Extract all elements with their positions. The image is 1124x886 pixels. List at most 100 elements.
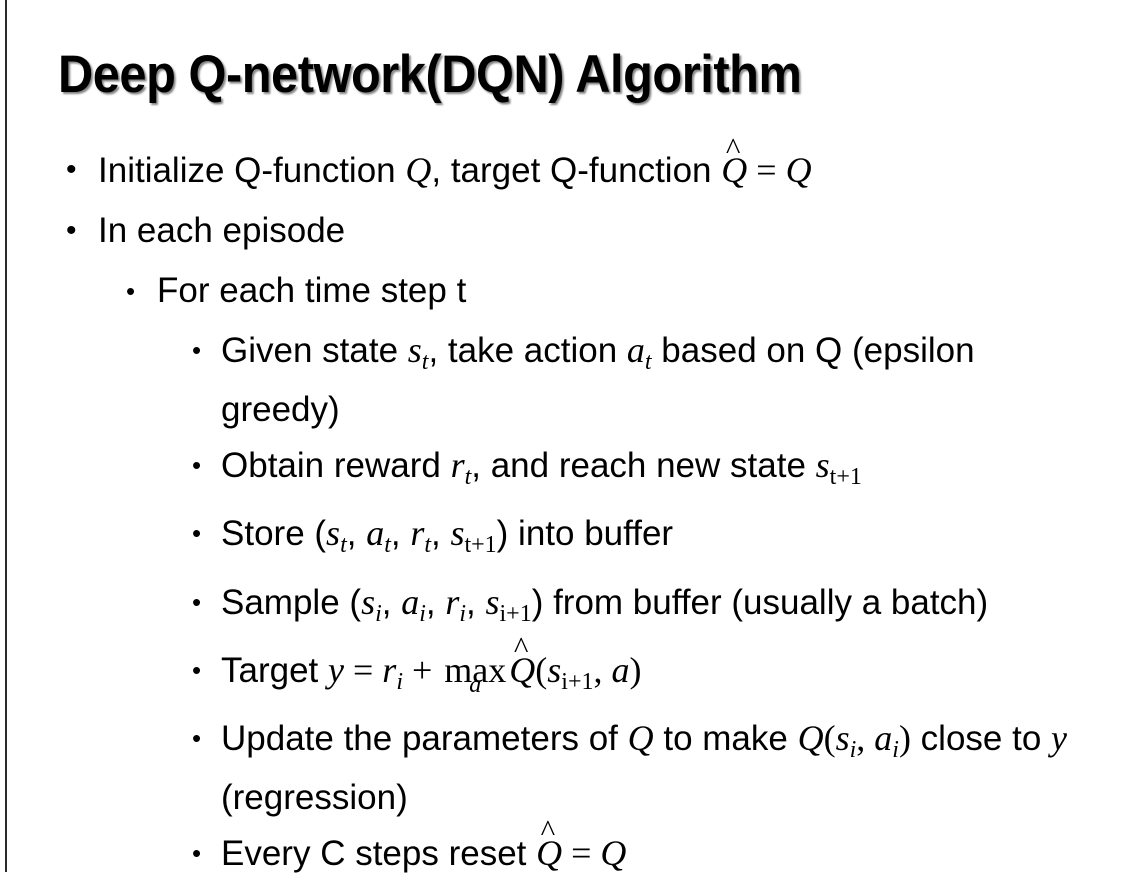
hat-accent-icon: ^ — [513, 629, 529, 665]
text-run: Store ( — [221, 514, 327, 554]
math-var-r: r — [450, 445, 465, 486]
math-sub-t-plus-1: t+1 — [464, 532, 497, 559]
text-run: , — [390, 514, 411, 554]
text-run: Initialize Q-function — [98, 151, 406, 190]
text-run: ) from buffer (usually a batch) — [531, 582, 989, 622]
bullet-reset-target: • Every C steps reset Q^ = Q — [0, 815, 1124, 877]
math-var-y: y — [1051, 717, 1067, 758]
bullet-in-each-episode-text: In each episode — [98, 211, 346, 250]
bullet-store-buffer: • Store (st, at, rt, st+1) into buffer — [0, 510, 1124, 569]
text-run: (regression) — [221, 778, 408, 818]
math-sub-t-plus-1: t+1 — [829, 464, 862, 491]
paren-open: ( — [535, 649, 548, 690]
bullet-initialize: • Initialize Q-function Q, target Q-func… — [0, 133, 1124, 193]
text-run: , and reach new state — [471, 446, 816, 486]
math-sub-i-plus-1: i+1 — [561, 668, 594, 695]
math-var-a: a — [626, 330, 645, 370]
math-var-y: y — [328, 649, 344, 690]
paren-close: ) — [629, 649, 642, 690]
math-sub-t: t — [384, 532, 391, 559]
math-sub-t: t — [464, 464, 472, 491]
bullet-sample-buffer: • Sample (si, ai, ri, si+1) from buffer … — [0, 579, 1124, 638]
math-sub-t: t — [421, 349, 429, 376]
bullet-marker: • — [66, 214, 77, 247]
bullet-marker: • — [192, 838, 202, 869]
left-edge-rule — [5, 0, 7, 872]
bullet-initialize-text: Initialize Q-function Q, target Q-functi… — [98, 133, 1104, 193]
math-var-a: a — [366, 513, 385, 554]
text-run: Update the parameters of — [221, 718, 628, 758]
math-sub-i-plus-1: i+1 — [499, 600, 532, 627]
bullet-marker: • — [192, 654, 202, 685]
equals-sign: = — [562, 833, 601, 874]
bullet-in-each-episode: • In each episode — [0, 209, 1124, 253]
bullet-given-state: • Given state st, take action at based o… — [0, 327, 1124, 433]
math-var-a: a — [401, 581, 420, 622]
text-run: Obtain reward — [221, 446, 451, 486]
hat-accent-icon: ^ — [725, 130, 741, 166]
paren-open: ( — [823, 717, 836, 758]
math-sub-i: i — [849, 737, 857, 764]
bullet-store-buffer-text: Store (st, at, rt, st+1) into buffer — [221, 510, 1094, 569]
text-run: , — [346, 514, 367, 554]
text-run: based on Q (epsilon greedy) — [221, 331, 975, 430]
math-var-q-hat: Q^ — [721, 133, 748, 192]
bullet-update-parameters: • Update the parameters of Q to make Q(s… — [0, 715, 1124, 821]
bullet-marker: • — [192, 722, 202, 753]
text-run: , — [431, 514, 451, 554]
comma: , — [856, 717, 875, 758]
math-var-s: s — [815, 445, 830, 486]
bullet-sample-buffer-text: Sample (si, ai, ri, si+1) from buffer (u… — [221, 579, 1094, 638]
text-run: Every C steps reset — [221, 834, 537, 874]
text-run: to make — [653, 718, 798, 758]
plus-sign: + — [402, 649, 442, 690]
math-var-a: a — [874, 717, 893, 758]
text-run: , target Q-function — [431, 151, 722, 190]
bullet-marker: • — [192, 335, 202, 365]
math-var-q: Q — [627, 717, 654, 758]
q-glyph: Q — [536, 833, 563, 874]
math-sub-t: t — [340, 532, 347, 559]
bullet-list: • Initialize Q-function Q, target Q-func… — [0, 133, 1124, 886]
math-var-q-hat: Q^ — [536, 815, 563, 877]
math-sub-t: t — [424, 532, 431, 559]
math-var-q: Q — [600, 833, 627, 874]
math-var-q-hat: Q^ — [509, 632, 536, 694]
q-glyph: Q — [721, 150, 748, 190]
text-run: close to — [910, 718, 1052, 758]
math-var-s: s — [835, 717, 850, 758]
math-var-s: s — [407, 330, 422, 370]
text-run: Sample ( — [221, 582, 362, 622]
paren-close: ) — [898, 717, 911, 758]
bullet-obtain-reward: • Obtain reward rt, and reach new state … — [0, 442, 1124, 501]
math-var-q2: Q — [797, 717, 824, 758]
bullet-marker: • — [126, 276, 136, 306]
text-run: Target — [221, 650, 328, 690]
bullet-marker: • — [192, 450, 202, 481]
max-limit-a: a — [469, 671, 482, 698]
text-run: , — [381, 582, 402, 622]
text-run: ) into buffer — [496, 514, 674, 554]
math-sub-i: i — [396, 668, 403, 695]
math-var-r: r — [445, 581, 460, 622]
text-run: , take action — [428, 331, 627, 370]
page-title: Deep Q-network(DQN) Algorithm — [58, 45, 802, 104]
bullet-marker: • — [66, 153, 77, 186]
bullet-marker: • — [192, 586, 202, 617]
math-var-q2: Q — [785, 150, 812, 190]
math-sub-i: i — [459, 600, 467, 627]
q-glyph: Q — [509, 649, 536, 690]
math-sub-i: i — [419, 600, 426, 627]
math-var-s2: s — [485, 581, 500, 622]
bullet-given-state-text: Given state st, take action at based on … — [221, 327, 1094, 433]
bullet-for-each-time-step-text: For each time step t — [157, 271, 467, 310]
max-label: max — [444, 649, 507, 690]
hat-accent-icon: ^ — [540, 812, 556, 848]
bullet-update-parameters-text: Update the parameters of Q to make Q(si,… — [221, 715, 1094, 821]
comma: , — [593, 649, 612, 690]
text-run: Given state — [221, 331, 408, 370]
